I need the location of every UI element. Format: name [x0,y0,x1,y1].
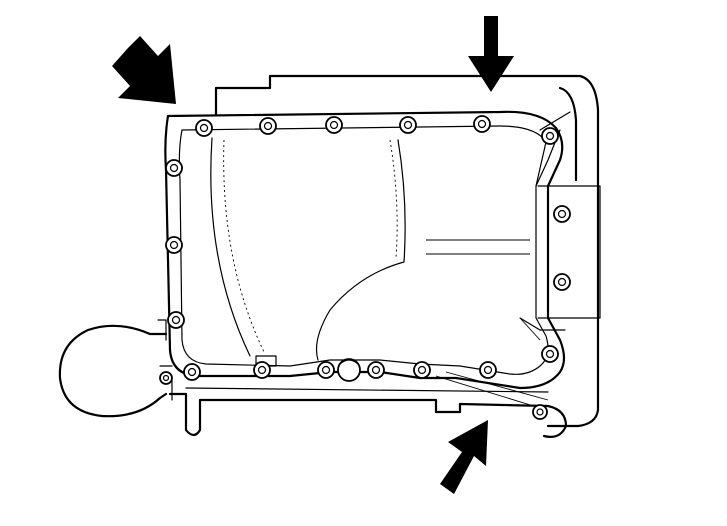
bolt-icon [325,116,343,134]
bolt-group [159,115,571,420]
bolt-icon [532,404,548,420]
bolt-icon [541,127,559,145]
bolt-icon [167,311,185,329]
bolt-icon [479,361,497,379]
bolt-icon [165,159,183,177]
oil-filter-housing [58,319,173,418]
arrow-top-left-icon [112,36,176,104]
lower-rail [168,379,568,438]
bolt-icon [159,371,173,385]
bolt-icon [367,361,385,379]
bolt-icon [195,119,213,137]
bolt-icon [553,273,571,291]
bolt-icon [259,117,277,135]
bolt-icon [253,361,271,379]
bolt-icon [413,361,431,379]
bolt-icon [541,345,559,363]
arrow-top-right-icon [468,16,514,92]
bolt-icon [165,236,183,254]
bolt-icon [553,205,571,223]
drain-plug-boss [337,358,361,382]
bolt-icon [183,363,201,381]
pan-flange [164,110,566,390]
bolt-icon [473,115,491,133]
arrow-bottom-icon [440,420,488,494]
pan-body [210,137,549,409]
bolt-icon [399,116,417,134]
engine-block-outline [214,74,601,428]
bolt-icon [317,361,335,379]
